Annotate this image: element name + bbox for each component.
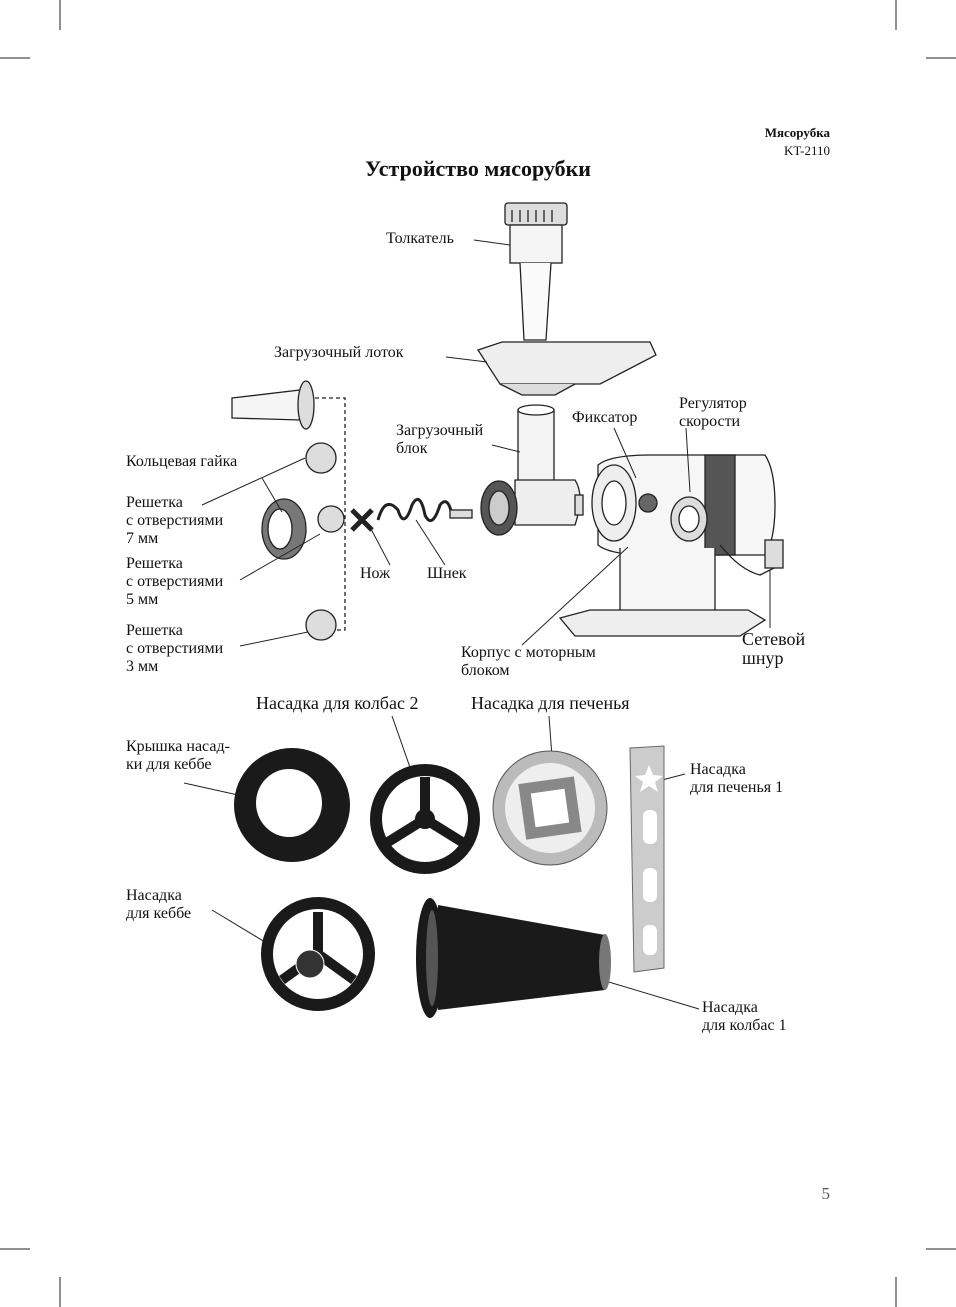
pusher-drawing (504, 202, 568, 341)
kebbe-cap-drawing (234, 748, 350, 862)
label-cookie-plate-1: Насадка для печенья 1 (690, 761, 784, 796)
label-auger: Шнек (427, 565, 467, 582)
label-speed: Регулятор скорости (679, 395, 747, 430)
label-cookie-nozzle: Насадка для печенья (471, 693, 630, 713)
auger-drawing (376, 497, 473, 523)
grid-3mm-drawing (305, 609, 337, 641)
page-title: Устройство мясорубки (365, 156, 591, 181)
cookie-nozzle-drawing (492, 750, 608, 866)
kebbe-nozzle-drawing (261, 897, 375, 1011)
knife-drawing (350, 508, 374, 532)
label-grid-5mm: Решетка с отверстиями 5 мм (126, 555, 224, 608)
ring-nut-drawing (261, 498, 307, 560)
label-ring-nut: Кольцевая гайка (126, 453, 238, 470)
sausage-nozzle-1-drawing (416, 898, 611, 1018)
leader-lines (183, 239, 771, 1010)
grid-5mm-drawing (317, 505, 345, 533)
label-grid-7mm: Решетка с отверстиями 7 мм (126, 494, 224, 547)
label-knife: Нож (360, 565, 391, 582)
housing-drawing (558, 454, 784, 637)
grid-7mm-drawing (305, 442, 337, 474)
label-sausage-nozzle-2: Насадка для колбас 2 (256, 693, 419, 713)
label-tray: Загрузочный лоток (274, 344, 404, 361)
label-kebbe-nozzle: Насадка для кеббе (126, 887, 192, 922)
sausage-nozzle-2-drawing (370, 764, 480, 874)
label-housing: Корпус с моторным блоком (461, 644, 596, 679)
header-model: KT-2110 (784, 143, 830, 158)
header-product: Мясорубка (764, 125, 830, 140)
label-sausage-nozzle-1: Насадка для колбас 1 (702, 999, 787, 1034)
label-grid-3mm: Решетка с отверстиями 3 мм (126, 622, 224, 675)
label-pusher: Толкатель (386, 230, 454, 247)
label-feed-block: Загрузочный блок (396, 422, 484, 457)
tray-drawing (476, 341, 657, 396)
assembly-guide-line (315, 397, 346, 631)
label-lock: Фиксатор (572, 409, 638, 426)
sausage-nozzle-small-drawing (231, 380, 315, 430)
feed-block-drawing (480, 404, 584, 536)
page-number: 5 (821, 1184, 831, 1203)
cookie-plate-1-drawing (629, 745, 665, 973)
label-cord: Сетевой шнур (742, 629, 806, 668)
label-kebbe-cap: Крышка насад- ки для кеббе (126, 738, 230, 773)
